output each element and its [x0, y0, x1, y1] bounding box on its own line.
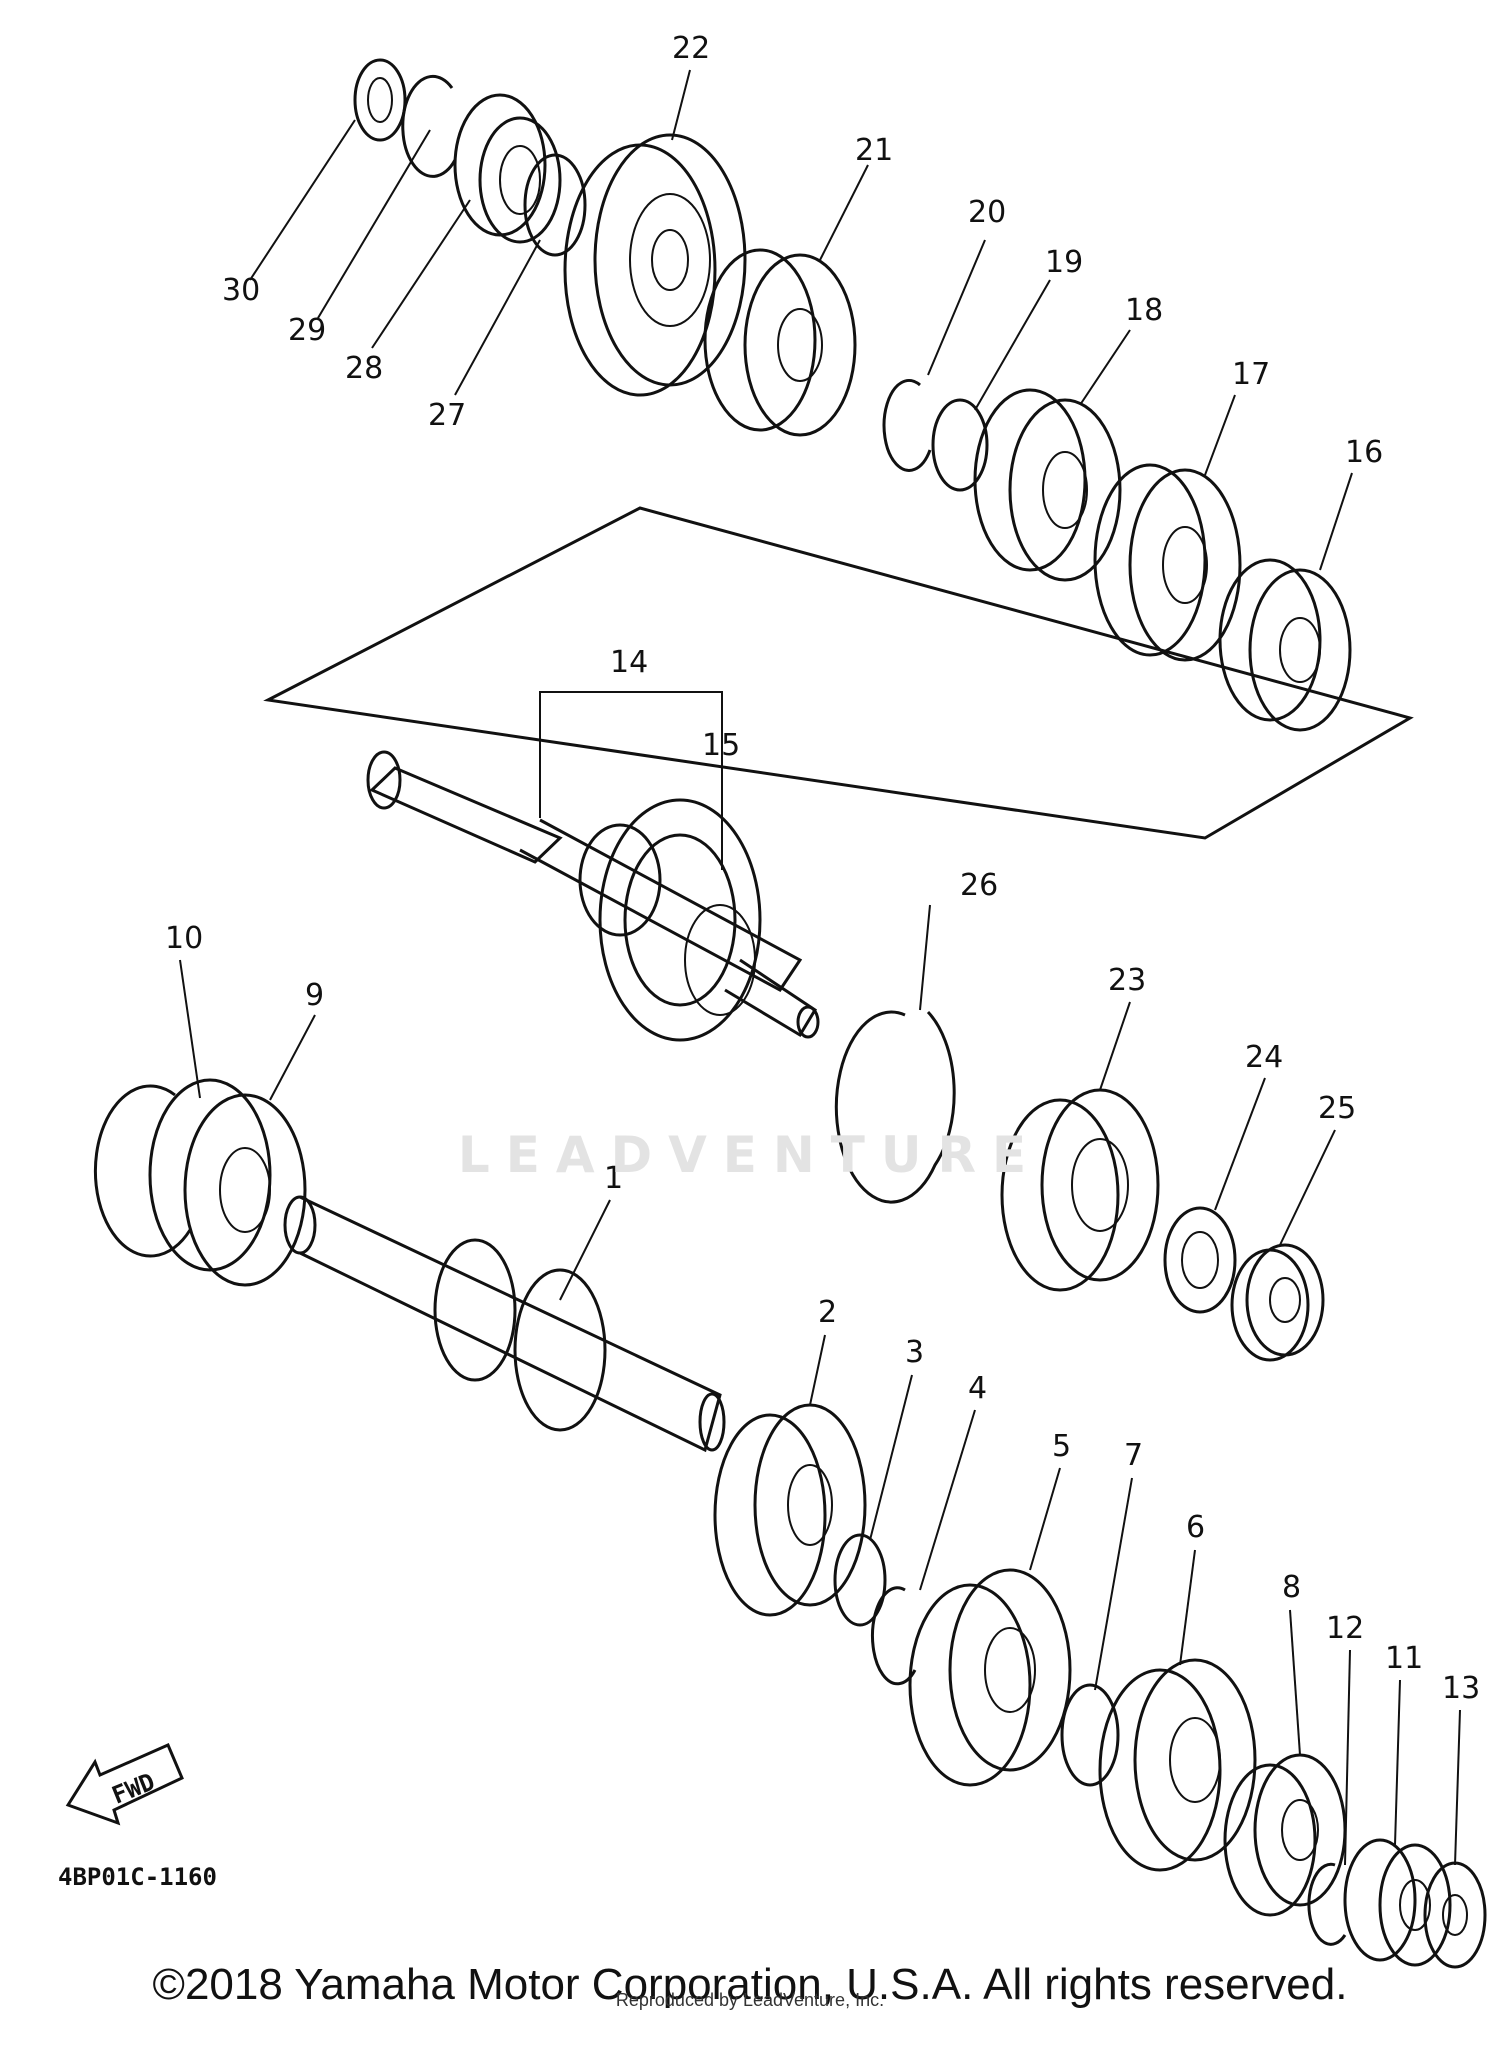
part-5-gear — [908, 1568, 1072, 1787]
label-part-1: 1 — [604, 1161, 623, 1196]
label-part-17: 17 — [1232, 357, 1270, 392]
part-19-washer — [931, 398, 989, 492]
part-10-circlip — [93, 1084, 192, 1258]
label-part-29: 29 — [288, 313, 326, 348]
upper-shaft — [366, 750, 820, 1042]
reproduced-by-text: Reproduced by LeadVenture, Inc. — [615, 1990, 885, 2010]
part-23-gear — [1000, 1088, 1160, 1292]
watermark: LEADVENTURE — [457, 1126, 1043, 1184]
label-part-30: 30 — [222, 273, 260, 308]
part-2-gear — [713, 1403, 867, 1617]
part-4-circlip — [870, 1586, 917, 1686]
copyright-text: ©2018 Yamaha Motor Corporation, U.S.A. A… — [152, 1960, 1348, 2009]
bracket-14 — [539, 691, 723, 870]
part-3-washer — [833, 1533, 887, 1627]
label-part-25: 25 — [1318, 1091, 1356, 1126]
label-part-10: 10 — [165, 921, 203, 956]
label-part-16: 16 — [1345, 435, 1383, 470]
part-18-gear — [973, 388, 1122, 582]
part-6-gear — [1098, 1658, 1257, 1872]
part-29-circlip — [401, 74, 457, 178]
part-28-bearing — [453, 93, 562, 244]
label-part-28: 28 — [345, 351, 383, 386]
part-25-nut — [1230, 1243, 1325, 1362]
part-13-bearing — [1423, 1861, 1487, 1969]
label-part-12: 12 — [1326, 1611, 1364, 1646]
label-part-2: 2 — [818, 1295, 837, 1330]
part-26-circlip — [834, 1010, 956, 1204]
label-part-13: 13 — [1442, 1671, 1480, 1706]
label-part-3: 3 — [905, 1335, 924, 1370]
leader-lines — [179, 69, 1461, 1866]
label-part-27: 27 — [428, 398, 466, 433]
fwd-arrow: FWD — [65, 1743, 184, 1826]
part-20-circlip — [882, 378, 932, 472]
label-part-20: 20 — [968, 195, 1006, 230]
label-part-24: 24 — [1245, 1040, 1283, 1075]
part-16-gear — [1218, 558, 1352, 732]
label-part-6: 6 — [1186, 1510, 1205, 1545]
part-27-washer — [523, 153, 587, 257]
label-part-5: 5 — [1052, 1429, 1071, 1464]
drawing-code: 4BP01C-1160 — [58, 1863, 217, 1891]
part-17-gear — [1093, 463, 1242, 662]
part-22-gear — [563, 133, 747, 397]
upper-group-outline — [263, 506, 1414, 840]
label-part-4: 4 — [968, 1371, 987, 1406]
part-24-lock-washer — [1163, 1206, 1237, 1314]
part-labels: 30 29 28 27 22 21 20 19 18 17 16 14 15 2… — [165, 31, 1480, 1706]
label-part-22: 22 — [672, 31, 710, 66]
label-part-19: 19 — [1045, 245, 1083, 280]
label-part-8: 8 — [1282, 1570, 1301, 1605]
label-part-18: 18 — [1125, 293, 1163, 328]
label-part-9: 9 — [305, 978, 324, 1013]
part-11-bearing — [1343, 1838, 1452, 1967]
part-9-bearing — [148, 1078, 307, 1287]
label-part-14: 14 — [610, 645, 648, 680]
label-part-23: 23 — [1108, 963, 1146, 998]
label-part-11: 11 — [1385, 1641, 1423, 1676]
part-30-circlip — [353, 58, 407, 142]
label-part-26: 26 — [960, 868, 998, 903]
label-part-15: 15 — [702, 728, 740, 763]
part-8-gear — [1223, 1753, 1347, 1917]
part-1-main-shaft — [283, 1195, 726, 1453]
label-part-7: 7 — [1124, 1438, 1143, 1473]
part-12-circlip — [1307, 1862, 1347, 1946]
fwd-label: FWD — [108, 1768, 159, 1810]
part-7-washer — [1060, 1683, 1120, 1787]
part-21-gear — [703, 248, 857, 437]
label-part-21: 21 — [855, 133, 893, 168]
